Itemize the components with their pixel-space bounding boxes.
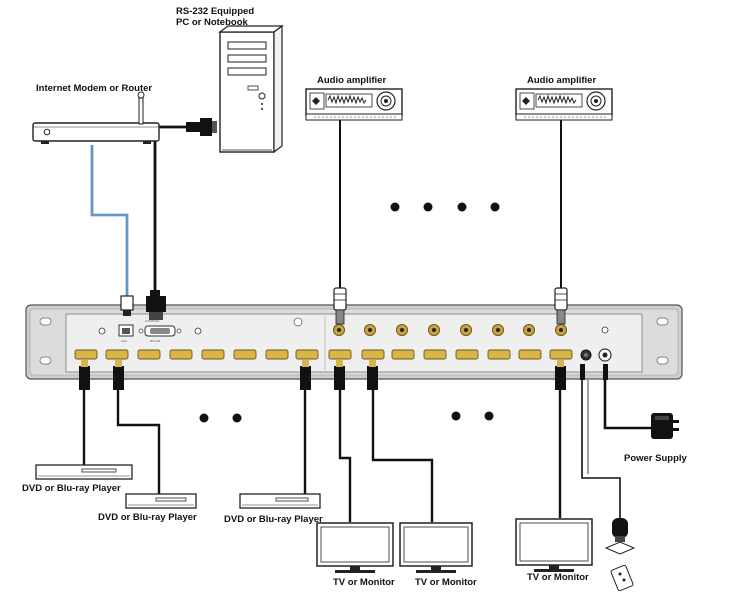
- hdmi-plugs: [79, 360, 608, 390]
- rca-plug-left: [333, 287, 347, 325]
- dvd-2-label: DVD or Blu-ray Player: [98, 512, 197, 523]
- tv-3-label: TV or Monitor: [527, 572, 589, 583]
- lan-cable: [90, 145, 129, 298]
- matrix-switch-unit: LAN CONTROL RS-232: [25, 304, 683, 380]
- power-label: Power Supply: [624, 453, 688, 464]
- ir-remote: [610, 564, 634, 592]
- audio-output-ports: [333, 324, 567, 336]
- audio-amplifier-right: [515, 88, 613, 121]
- pc-tower: [218, 24, 284, 154]
- dvd-3-label: DVD or Blu-ray Player: [224, 514, 323, 525]
- dvd-player-1: [35, 464, 133, 480]
- amp-right-label: Audio amplifier: [527, 75, 596, 86]
- hdmi-output-ports: [328, 349, 573, 360]
- tv-monitor-1: [316, 522, 394, 573]
- rs232-plug: [146, 290, 166, 320]
- hdmi-input-ports: [74, 349, 319, 360]
- tv-monitor-3: [515, 518, 593, 572]
- router: [32, 91, 160, 144]
- tv-2-cable: [371, 390, 434, 522]
- dvd-player-2: [125, 493, 197, 509]
- ir-cable: [581, 380, 621, 520]
- tv-1-label: TV or Monitor: [333, 577, 395, 588]
- lan-plug: [120, 295, 134, 316]
- svg-text:CONTROL: CONTROL: [145, 319, 160, 323]
- pc-label-line2: PC or Notebook: [176, 17, 248, 28]
- ir-receiver: [604, 518, 636, 555]
- tv-2-label: TV or Monitor: [415, 577, 477, 588]
- power-adapter: [651, 413, 679, 439]
- tv-1-cable: [338, 390, 352, 522]
- tv-monitor-2: [399, 522, 473, 573]
- ellipsis-upper: [390, 202, 500, 212]
- dvd-player-3: [239, 493, 321, 509]
- audio-amplifier-left: [305, 88, 403, 121]
- db9-plug-pc: [186, 118, 217, 136]
- dvd-2-cable: [116, 390, 161, 494]
- dvd-1-label: DVD or Blu-ray Player: [22, 483, 121, 494]
- router-label: Internet Modem or Router: [36, 83, 152, 94]
- power-cable: [603, 378, 652, 430]
- svg-text:LAN: LAN: [121, 339, 127, 343]
- svg-text:RS-232: RS-232: [150, 339, 161, 343]
- ellipsis-lower: [199, 411, 494, 423]
- pc-label-line1: RS-232 Equipped: [176, 6, 254, 17]
- amp-left-label: Audio amplifier: [317, 75, 386, 86]
- rs232-cable: [153, 125, 200, 290]
- rca-plug-right: [554, 287, 568, 325]
